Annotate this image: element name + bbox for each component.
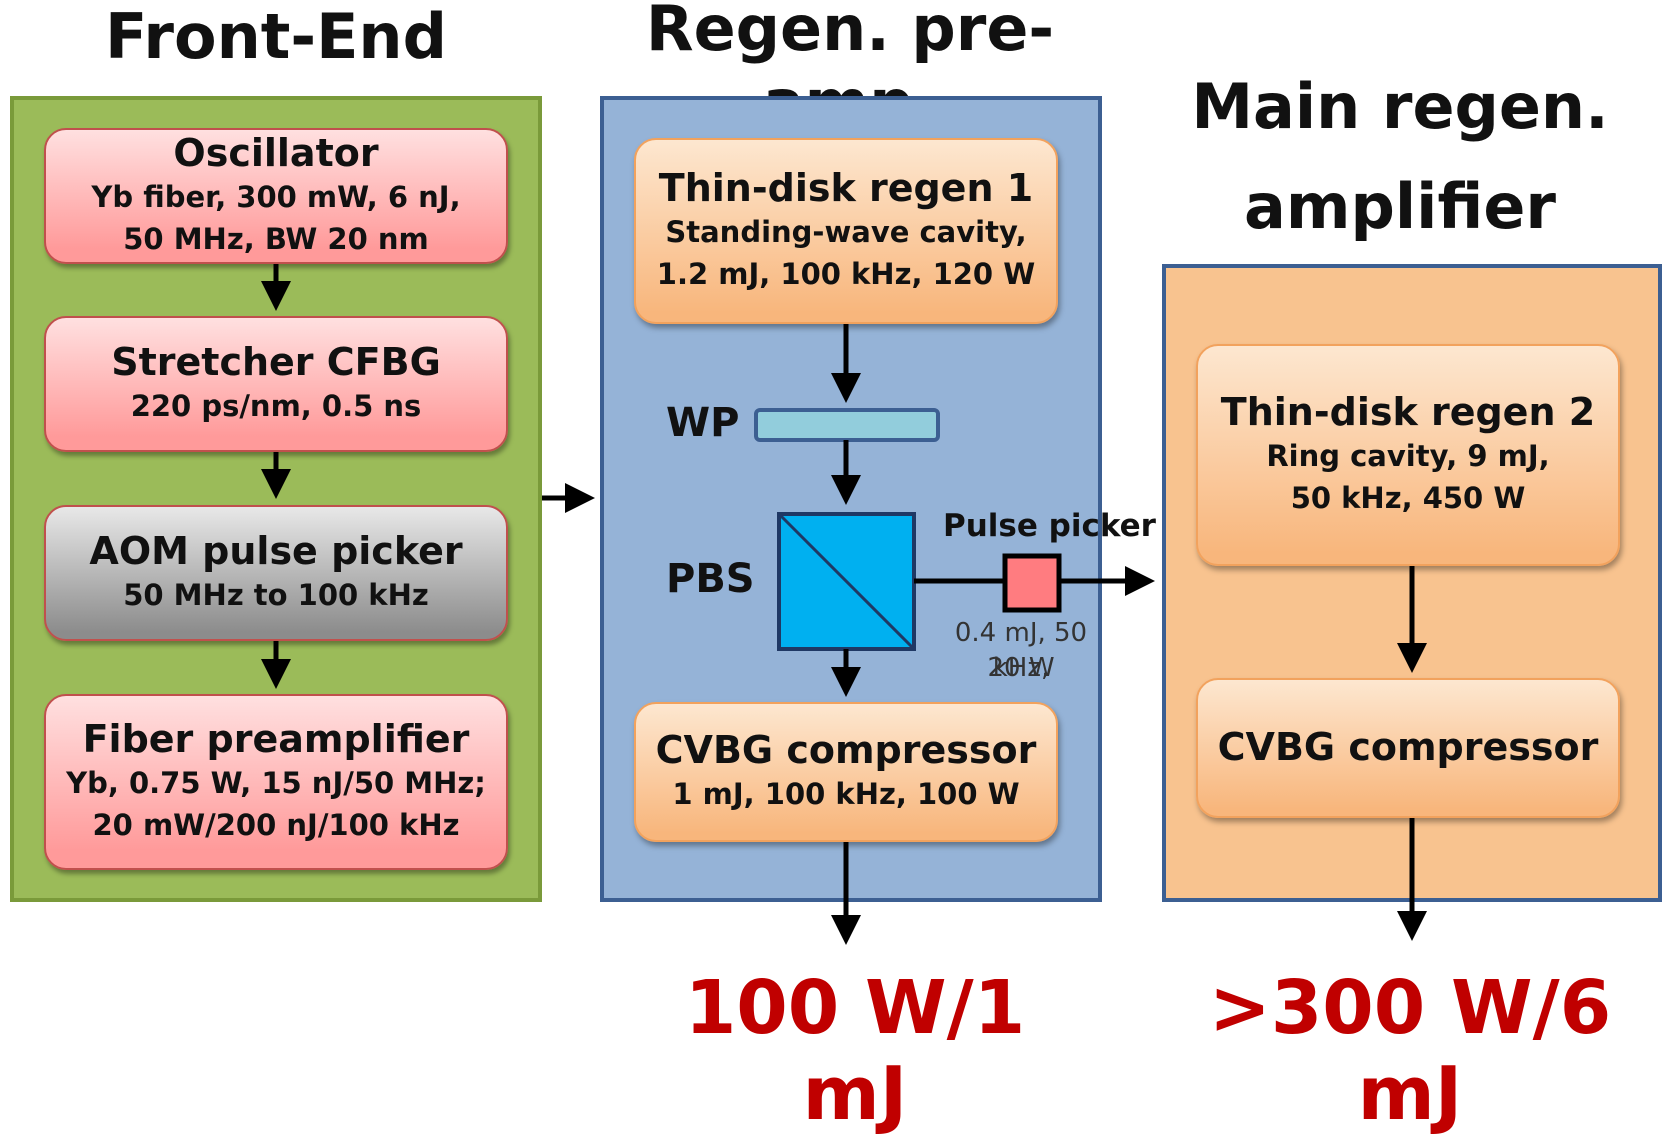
pulse-picker <box>1002 553 1062 613</box>
stretcher-box: Stretcher CFBG 220 ps/nm, 0.5 ns <box>44 316 508 452</box>
regen2-title: Thin-disk regen 2 <box>1220 390 1596 435</box>
regen2-spec-line2: 50 kHz, 450 W <box>1290 480 1526 515</box>
fiber-preamp-spec-line2: 20 mW/200 nJ/100 kHz <box>92 807 460 842</box>
oscillator-spec-line1: Yb fiber, 300 mW, 6 nJ, <box>91 179 461 214</box>
oscillator-title: Oscillator <box>173 131 379 176</box>
aom-pulse-picker-box: AOM pulse picker 50 MHz to 100 kHz <box>44 505 508 641</box>
fiber-preamp-box: Fiber preamplifier Yb, 0.75 W, 15 nJ/50 … <box>44 694 508 870</box>
oscillator-box: Oscillator Yb fiber, 300 mW, 6 nJ, 50 MH… <box>44 128 508 264</box>
pbs-diagonal <box>777 512 916 651</box>
waveplate <box>754 408 940 442</box>
pulse-picker-spec-line2: 20 W <box>987 653 1055 683</box>
wp-label: WP <box>666 400 740 446</box>
main-regen-title-line1: Main regen. <box>1191 70 1609 143</box>
pulse-picker-label: Pulse picker <box>943 508 1156 544</box>
aom-title: AOM pulse picker <box>89 529 463 574</box>
main-compressor-title: CVBG compressor <box>1217 725 1599 770</box>
stretcher-title: Stretcher CFBG <box>111 340 441 385</box>
aom-spec: 50 MHz to 100 kHz <box>123 577 429 612</box>
preamp-compressor-box: CVBG compressor 1 mJ, 100 kHz, 100 W <box>634 702 1058 842</box>
regen1-spec-line2: 1.2 mJ, 100 kHz, 120 W <box>656 256 1036 291</box>
main-compressor-box: CVBG compressor <box>1196 678 1620 818</box>
regen2-spec-line1: Ring cavity, 9 mJ, <box>1266 438 1550 473</box>
pulse-picker-spec-line1: 0.4 mJ, 50 kHz, <box>954 618 1088 684</box>
fiber-preamp-spec-line1: Yb, 0.75 W, 15 nJ/50 MHz; <box>66 765 486 800</box>
main-regen-title-line2: amplifier <box>1244 170 1556 243</box>
regen2-box: Thin-disk regen 2 Ring cavity, 9 mJ, 50 … <box>1196 344 1620 566</box>
pbs-label: PBS <box>666 556 755 602</box>
preamp-compressor-title: CVBG compressor <box>655 728 1037 773</box>
fiber-preamp-title: Fiber preamplifier <box>82 717 470 762</box>
oscillator-spec-line2: 50 MHz, BW 20 nm <box>123 221 429 256</box>
stretcher-spec: 220 ps/nm, 0.5 ns <box>130 388 422 423</box>
regen1-spec-line1: Standing-wave cavity, <box>665 214 1027 249</box>
front-end-title: Front-End <box>105 0 447 73</box>
regen1-title: Thin-disk regen 1 <box>658 166 1034 211</box>
regen1-box: Thin-disk regen 1 Standing-wave cavity, … <box>634 138 1058 324</box>
preamp-compressor-spec: 1 mJ, 100 kHz, 100 W <box>672 776 1020 811</box>
beam-path-overlay <box>261 264 1427 945</box>
